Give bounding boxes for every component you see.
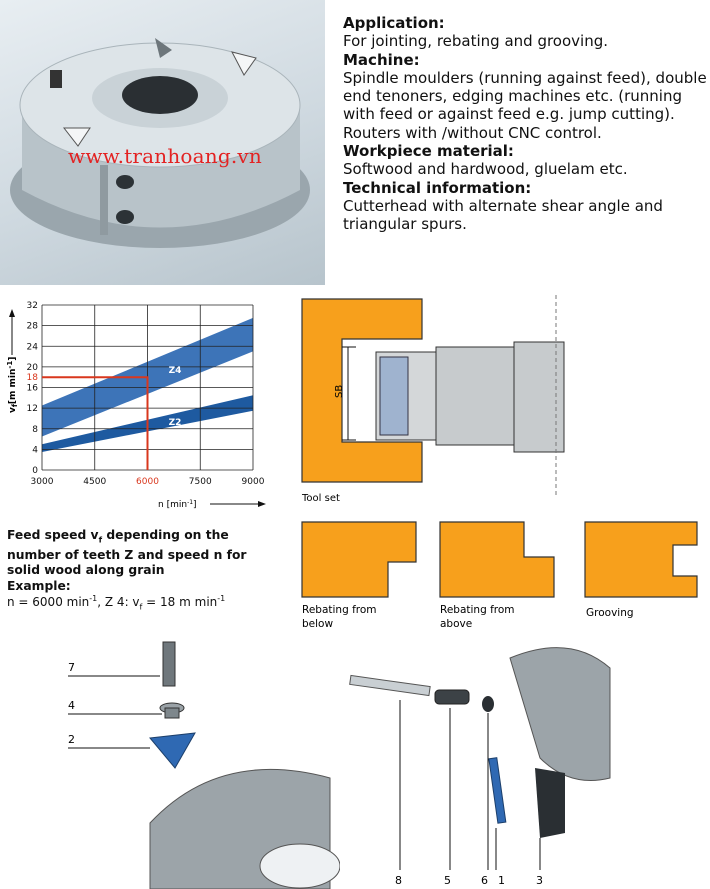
part-3-clamp-shape [535,768,565,838]
profile-2-label-b: above [440,618,472,630]
y-axis-label-unit: [m min [8,369,18,405]
parts-diagram-right: 8 5 6 1 3 [349,647,611,887]
x-axis-arrowhead [258,501,266,507]
application-text: For jointing, rebating and grooving. [343,32,609,51]
x-tick-9000: 9000 [242,477,265,487]
part-label-7: 7 [68,661,75,674]
part-label-5: 5 [444,874,451,887]
example-heading: Example: [7,578,71,593]
y-tick-32: 32 [27,301,38,311]
example-a: n = 6000 min [7,595,90,609]
chart-example-lines [42,376,149,470]
y-axis-arrowhead [9,309,15,317]
part-label-8: 8 [395,874,402,887]
y-axis-label-close: ] [8,357,18,361]
profile-2-label-a: Rebating from [440,604,515,616]
x-axis-label-n: n [min [158,500,187,510]
example-exp1: -1 [89,594,98,603]
example-sub: f [139,602,143,612]
y-tick-4: 4 [32,445,38,455]
y-axis-label-v: v [8,407,18,413]
rebating-below-shape [301,521,417,598]
series-label-z4: Z4 [169,366,182,376]
x-tick-6000: 6000 [136,477,159,487]
part-label-1: 1 [498,874,505,887]
profile-1-label-a: Rebating from [302,604,377,616]
grooving-shape [584,521,698,598]
feed-speed-caption: Feed speed vf depending on the number of… [7,528,277,594]
feed-example-text: n = 6000 min-1, Z 4: vf = 18 m min-1 [7,594,225,611]
technical-heading: Technical information: [343,178,532,197]
x-axis-label-close: ] [193,500,197,510]
part-1-knife-shape [488,757,507,824]
x-axis-label: n [min-1] [158,499,197,510]
x-axis-label-exp: -1 [187,499,193,506]
caption-line1: Feed speed v [7,528,99,542]
cutterhead-body [509,647,611,781]
y-tick-16: 16 [27,384,39,394]
workpiece-outline [301,298,423,483]
part-label-3: 3 [536,874,543,887]
workpiece-text: Softwood and hardwood, gluelam etc. [343,160,628,179]
y-axis-label: vf[m min-1] [6,357,19,413]
cutterhead-image [10,38,310,248]
part-label-6: 6 [481,874,488,887]
example-guide-line [42,376,149,470]
caption-line1b: depending on the [102,528,229,542]
caption-line2b: and speed n for [133,547,247,562]
workpiece-heading: Workpiece material: [343,142,514,161]
tool-set-label: Tool set [301,493,340,504]
cutterhead-bore [259,843,340,889]
website-watermark: www.tranhoang.vn [68,144,263,168]
profile-1-label-b: below [302,618,333,630]
sb-label: SB [334,385,345,398]
machine-text: Spindle moulders (running against feed),… [343,68,707,142]
machine-heading: Machine: [343,50,420,69]
caption-z: Z [124,547,134,562]
y-axis-label-sub: f [11,403,19,407]
chart-x-ticks: 3000 4500 6000 7500 9000 [31,477,265,487]
part-2-insert-shape [149,732,196,769]
y-tick-20: 20 [27,363,39,373]
part-4-screw-shape [164,707,180,719]
part-7-screw-shape [162,641,176,687]
example-c: = 18 m min [142,595,218,609]
cutterhead-photo [0,0,325,285]
part-6-washer-shape [482,696,494,712]
y-tick-28: 28 [27,322,39,332]
profile-examples: Rebating from below Rebating from above … [301,521,698,630]
y-tick-12: 12 [27,404,38,414]
cutter-body-mid [435,346,515,446]
application-heading: Application: [343,14,445,32]
y-axis-label-exp: -1 [6,361,14,369]
part-5-screw-shape [434,689,470,705]
rebating-above-shape [439,521,555,598]
x-tick-4500: 4500 [83,477,106,487]
x-tick-3000: 3000 [31,477,54,487]
y-tick-18: 18 [27,373,39,383]
part-label-2: 2 [68,733,75,746]
parts-diagram-left: 7 4 2 [68,641,340,889]
caption-line3: solid wood along grain [7,563,165,578]
technical-text: Cutterhead with alternate shear angle an… [343,196,663,234]
caption-line2a: number of teeth [7,547,125,562]
specification-text: Application: For jointing, rebating and … [343,14,708,234]
example-b: , Z 4: v [97,595,140,609]
x-tick-7500: 7500 [189,477,212,487]
tool-set-diagram: SB Tool set [301,295,565,504]
y-tick-0: 0 [32,466,38,476]
example-exp2: -1 [217,594,226,603]
series-label-z2: Z2 [169,418,182,428]
caption-sub: f [98,535,103,545]
y-tick-24: 24 [27,342,39,352]
profile-3-label-a: Grooving [586,607,634,619]
y-tick-8: 8 [32,425,38,435]
cutter-insert [379,356,409,436]
part-8-pin-shape [349,674,431,697]
part-label-4: 4 [68,699,75,712]
